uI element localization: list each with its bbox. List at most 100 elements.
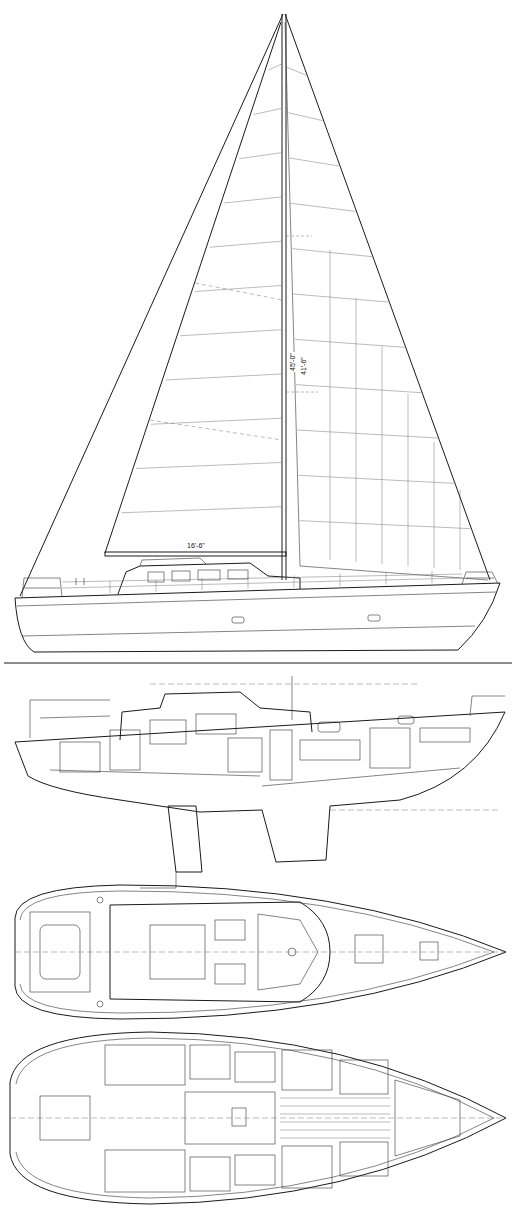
hatch xyxy=(215,964,245,984)
mast xyxy=(286,14,287,580)
stern-pulpit xyxy=(22,578,62,598)
dodger xyxy=(140,558,206,566)
cabin-sole-planking xyxy=(280,1106,390,1107)
hull-outline xyxy=(10,1032,506,1204)
table xyxy=(232,1108,246,1126)
sail-seam xyxy=(382,346,383,564)
head xyxy=(190,1045,230,1079)
sail-seam xyxy=(408,394,409,566)
engine-room xyxy=(40,1096,90,1140)
v-berth xyxy=(420,728,470,742)
winch xyxy=(76,578,84,585)
aft-cabin xyxy=(105,1150,185,1192)
head xyxy=(340,1060,388,1094)
mainsail-leech xyxy=(105,22,281,553)
cabin xyxy=(282,1050,332,1090)
sail-seam xyxy=(434,442,435,568)
portlight xyxy=(232,617,244,623)
portlight xyxy=(398,716,414,724)
boot-stripe xyxy=(22,626,475,636)
sail-seam xyxy=(122,64,471,570)
deckhouse xyxy=(118,563,300,594)
reef-line xyxy=(150,420,282,440)
locker xyxy=(340,1142,388,1176)
sail-seam xyxy=(180,330,281,336)
stanchion xyxy=(340,574,341,586)
sail-seam xyxy=(295,339,405,347)
window xyxy=(228,570,248,579)
hull-profile xyxy=(15,712,505,862)
sail-seam xyxy=(254,109,281,115)
aft-cabin xyxy=(105,1045,185,1085)
cabin-sole-planking xyxy=(280,1114,390,1115)
hatch xyxy=(420,942,438,960)
genoa-leech xyxy=(285,22,300,566)
sail-seam xyxy=(136,463,281,469)
spreader xyxy=(286,236,312,237)
reef-line xyxy=(195,283,282,300)
sail-seam xyxy=(296,385,421,393)
sail-seam xyxy=(297,430,437,438)
centerline xyxy=(10,1118,506,1119)
dimension-label: 41'-6" xyxy=(300,356,308,376)
galley xyxy=(190,1157,230,1191)
stanchion xyxy=(294,575,295,587)
winch xyxy=(97,1001,103,1007)
inboard-profile xyxy=(15,676,505,888)
sail-seam xyxy=(195,286,281,292)
sail-seam xyxy=(210,241,281,247)
hull xyxy=(15,583,500,652)
deck-outline xyxy=(15,885,506,1019)
deck-plan xyxy=(15,885,506,1019)
sail-seam xyxy=(292,249,372,257)
stanchion xyxy=(386,573,387,585)
hatch xyxy=(215,920,245,940)
sail-plan xyxy=(4,14,512,663)
dimension-label: 16'-6" xyxy=(186,542,206,550)
stanchion xyxy=(110,571,432,593)
sail-seam xyxy=(290,158,339,166)
dwl xyxy=(330,810,500,811)
sail-seam xyxy=(287,67,306,75)
rudder xyxy=(168,806,202,872)
sail-seam xyxy=(330,250,331,560)
sail-seam xyxy=(122,507,281,513)
cabin-sole-planking xyxy=(280,1098,390,1099)
window xyxy=(150,720,186,744)
mast xyxy=(282,14,283,580)
sail-seam xyxy=(291,203,355,211)
bow-pulpit xyxy=(470,696,505,716)
winch xyxy=(97,897,103,903)
sail-seam xyxy=(166,374,281,380)
sail-seam xyxy=(294,294,389,302)
centerline xyxy=(15,952,506,953)
sail-seam xyxy=(289,113,323,121)
stanchion xyxy=(248,577,249,589)
sail-seam xyxy=(224,197,281,203)
cabin-sole-planking xyxy=(280,1122,390,1123)
sail-seam xyxy=(356,298,357,562)
bulkhead xyxy=(270,730,292,780)
stern-rail xyxy=(30,700,110,738)
deckhouse xyxy=(120,692,312,740)
cabin-sole-planking xyxy=(280,1138,390,1139)
window xyxy=(196,714,236,734)
window xyxy=(198,570,220,580)
stanchion xyxy=(156,580,157,592)
forestay xyxy=(285,14,490,580)
lifeline xyxy=(62,574,462,588)
locker xyxy=(110,730,140,770)
accommodation-plan xyxy=(10,1032,506,1204)
sail-seam xyxy=(268,64,281,70)
mast-stub xyxy=(292,676,293,720)
stanchion xyxy=(202,578,203,590)
portlight xyxy=(368,615,380,621)
spreader xyxy=(286,392,318,393)
forehatch xyxy=(355,935,383,963)
sail-seam xyxy=(460,490,461,570)
stanchion xyxy=(110,581,111,593)
backstay xyxy=(20,14,283,596)
engine xyxy=(60,742,100,772)
cabin-sole-planking xyxy=(280,1130,390,1131)
